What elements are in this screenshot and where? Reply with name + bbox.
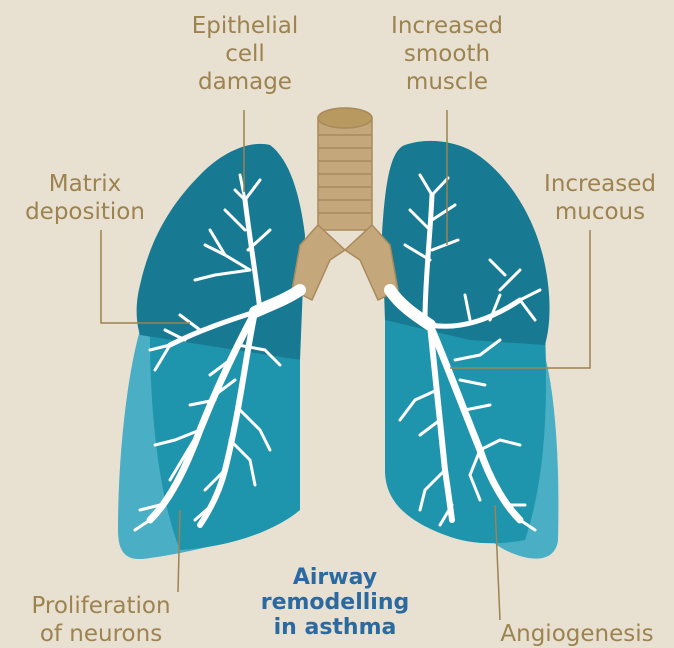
diagram-title: Airway remodelling in asthma xyxy=(245,565,425,640)
angiogenesis-label: Angiogenesis xyxy=(484,620,670,648)
mucous-label: Increased mucous xyxy=(530,170,670,226)
trachea-top-ring xyxy=(318,108,372,128)
right-lung-lower-lobe xyxy=(385,310,546,543)
epithelial-label: Epithelial cell damage xyxy=(150,12,340,96)
trachea xyxy=(292,108,398,300)
neurons-label: Proliferation of neurons xyxy=(10,592,192,648)
matrix-label: Matrix deposition xyxy=(10,170,160,226)
smooth-muscle-label: Increased smooth muscle xyxy=(372,12,522,96)
